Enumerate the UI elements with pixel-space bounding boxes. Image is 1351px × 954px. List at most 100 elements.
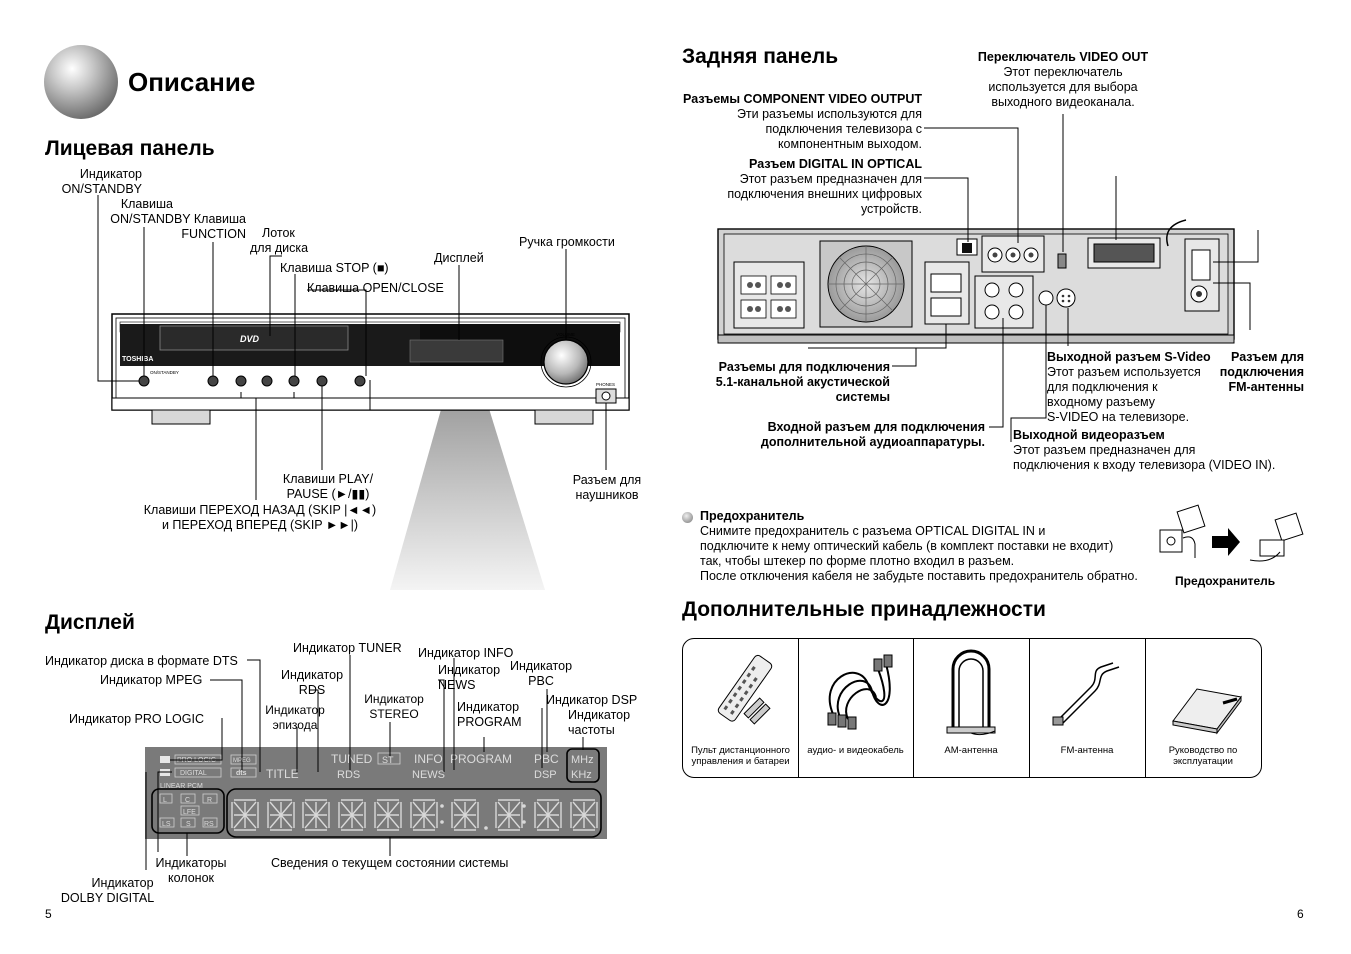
title-sphere-icon — [44, 45, 118, 119]
label-video-out-jack: Выходной видеоразъем Этот разъем предназ… — [1013, 428, 1276, 472]
label-optical: Разъем DIGITAL IN OPTICAL Этот разъем пр… — [727, 157, 922, 216]
brand-logo: TOSHIBA — [122, 356, 153, 363]
disp-dts: dts — [236, 770, 247, 777]
segment-digit — [374, 799, 402, 831]
segment-colon-dot — [522, 804, 526, 808]
label-svideo: Выходной разъем S-Video Этот разъем испо… — [1047, 350, 1211, 424]
phones-jack — [601, 391, 611, 401]
label-open-close: Клавиша OPEN/CLOSE — [307, 281, 444, 295]
phones-caption: PHONES — [596, 382, 615, 387]
label-status: Сведения о текущем состоянии системы — [271, 856, 509, 870]
accessory-av-cable: аудио- и видеокабель — [798, 639, 914, 777]
label-phones: Разъем для наушников — [572, 473, 642, 502]
fuse-caption: Предохранитель — [1175, 574, 1276, 588]
segment-digits — [231, 799, 598, 831]
standby-button — [138, 375, 150, 387]
label-stop: Клавиша STOP (■) — [280, 261, 389, 275]
accessory-manual: Руководство по эксплуатации — [1145, 639, 1261, 777]
rear-panel-drawing — [717, 114, 1259, 442]
segment-colon-dot — [440, 820, 444, 824]
disp-tuned: TUNED — [331, 752, 373, 766]
label-volume: Ручка громкости — [519, 235, 615, 249]
label-mpeg: Индикатор MPEG — [100, 673, 203, 687]
segment-colon-dot — [484, 826, 488, 830]
disp-spk-r: R — [207, 797, 212, 804]
disp-spk-rs: RS — [204, 821, 214, 828]
label-stereo: Индикатор STEREO — [364, 692, 424, 721]
skip-back-button — [235, 375, 247, 387]
disp-program: PROGRAM — [450, 752, 512, 766]
function-button — [207, 375, 219, 387]
front-buttons — [138, 375, 366, 387]
label-speaker-terminals: Разъемы для подключения 5.1-канальной ак… — [715, 360, 890, 404]
disp-spk-ls: LS — [162, 821, 171, 828]
label-speakers: Индикаторы колонок — [155, 856, 227, 885]
accessory-fm-antenna-label: FM-антенна — [1060, 745, 1114, 756]
segment-digit — [231, 799, 259, 831]
label-component: Разъемы COMPONENT VIDEO OUTPUT Эти разъе… — [683, 92, 922, 151]
fuse-illustration — [1159, 504, 1304, 562]
label-program: Индикатор PROGRAM — [457, 700, 522, 729]
front-panel-heading: Лицевая панель — [45, 137, 215, 160]
disp-dsp: DSP — [534, 769, 557, 781]
label-episode: Индикатор эпизода — [265, 703, 325, 732]
disp-info: INFO — [414, 752, 443, 766]
label-info: Индикатор INFO — [418, 646, 514, 660]
segment-digit — [410, 799, 438, 831]
accessory-manual-label: Руководство по эксплуатации — [1168, 745, 1238, 767]
av-cable-icon — [827, 654, 893, 730]
accessory-remote-label: Пульт дистанционного управления и батаре… — [691, 745, 790, 767]
segment-digit — [534, 799, 562, 831]
disp-spk-c: C — [185, 797, 190, 804]
label-display: Дисплей — [434, 251, 484, 265]
label-freq: Индикатор частоты — [568, 708, 631, 737]
segment-digit — [267, 799, 295, 831]
display-panel-drawing: PRO LOGIC DIGITAL LINEAR PCM MPEG dts TI… — [145, 655, 607, 870]
label-play-pause: Клавиши PLAY/ PAUSE (►/▮▮) — [282, 472, 374, 501]
segment-digit — [451, 799, 479, 831]
rear-panel-heading: Задняя панель — [682, 45, 839, 68]
page-title: Описание — [128, 67, 256, 97]
accessory-fm-antenna: FM-антенна — [1029, 639, 1146, 777]
accessory-am-antenna-label: AM-антенна — [944, 745, 998, 756]
accessory-remote: Пульт дистанционного управления и батаре… — [683, 639, 799, 777]
accessories-box: Пульт дистанционного управления и батаре… — [682, 638, 1262, 778]
label-video-out-switch: Переключатель VIDEO OUT Этот переключате… — [977, 50, 1149, 109]
segment-digit — [570, 799, 598, 831]
segment-colon-dot — [522, 820, 526, 824]
fuse-bullet-icon — [682, 512, 693, 523]
label-tray: Лоток для диска — [250, 226, 309, 255]
disp-title: TITLE — [266, 767, 299, 781]
remote-control-icon — [717, 654, 773, 725]
fm-antenna-icon — [1052, 662, 1120, 726]
open-close-button — [354, 375, 366, 387]
disp-khz: KHz — [571, 769, 592, 781]
display-heading: Дисплей — [45, 611, 135, 634]
label-dts: Индикатор диска в формате DTS — [45, 654, 238, 668]
label-dsp: Индикатор DSP — [546, 693, 638, 707]
disp-linear-pcm: LINEAR PCM — [160, 783, 203, 790]
manual-icon — [1172, 688, 1242, 735]
segment-digit — [302, 799, 330, 831]
accessory-av-cable-label: аудио- и видеокабель — [807, 745, 904, 756]
label-standby-indicator: Индикатор ON/STANDBY — [61, 167, 142, 196]
accessories-heading: Дополнительные принадлежности — [682, 598, 1046, 621]
disp-mhz: MHz — [571, 754, 594, 766]
fuse-notes: Предохранитель Снимите предохранитель с … — [700, 509, 1138, 583]
volume-knob — [543, 339, 589, 385]
play-pause-button — [316, 375, 328, 387]
am-antenna-icon — [946, 649, 996, 736]
disp-st: ST — [382, 755, 394, 765]
disp-pbc: PBC — [534, 752, 559, 766]
accessory-am-antenna: AM-антенна — [913, 639, 1030, 777]
label-pbc: Индикатор PBC — [509, 659, 573, 688]
label-tuner: Индикатор TUNER — [293, 641, 402, 655]
label-prologic: Индикатор PRO LOGIC — [69, 712, 205, 726]
disp-news: NEWS — [412, 769, 445, 781]
disp-spk-s: S — [186, 821, 191, 828]
label-skip: Клавиши ПЕРЕХОД НАЗАД (SKIP |◄◄) и ПЕРЕХ… — [143, 503, 377, 532]
arrow-right-icon — [1212, 528, 1240, 556]
stop-button — [261, 375, 273, 387]
segment-digit — [338, 799, 366, 831]
label-standby-key: Клавиша ON/STANDBY Клавиша FUNCTION — [110, 197, 246, 241]
